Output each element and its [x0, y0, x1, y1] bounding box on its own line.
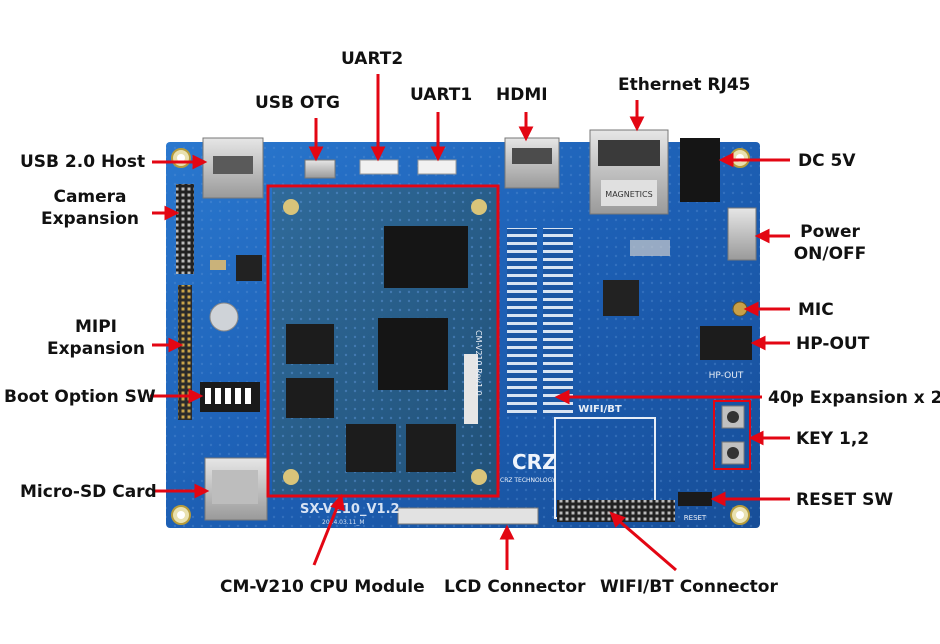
power-switch [727, 207, 757, 261]
label-hdmi: HDMI [496, 85, 548, 105]
ethernet-silk: MAGNETICS [605, 190, 652, 199]
date-silk: 2014.03.11_M [322, 519, 365, 526]
module-silk: CM-V210 Rev1.0 [474, 330, 483, 396]
label-micro-sd: Micro-SD Card [20, 482, 157, 502]
wifi-bt-module: WIFI/BT [554, 404, 675, 522]
label-mic: MIC [798, 300, 834, 320]
micro-sd-slot [204, 457, 268, 521]
uart1-header [417, 159, 457, 175]
boot-dip-switch [200, 382, 260, 412]
crz-logo: CRZ [512, 450, 557, 474]
label-wifi-bt: WIFI/BT Connector [600, 577, 778, 597]
label-mipi-expansion: MIPI Expansion [46, 317, 146, 359]
label-ethernet: Ethernet RJ45 [618, 75, 751, 95]
mipi-header [178, 285, 192, 420]
expansion-header-1 [507, 228, 537, 416]
label-dc-5v: DC 5V [798, 151, 856, 171]
hp-out-silk: HP-OUT [709, 371, 744, 381]
hp-out-jack [700, 326, 752, 360]
wifi-bt-silk: WIFI/BT [578, 404, 622, 415]
cpu-module-highlight [266, 184, 500, 498]
key-highlight [713, 400, 751, 470]
buzzer [209, 302, 239, 332]
uart2-header [359, 159, 399, 175]
label-cpu-module: CM-V210 CPU Module [220, 577, 425, 597]
label-40p-expansion: 40p Expansion x 2 [768, 388, 940, 408]
usb-host-connector [202, 137, 264, 199]
hdmi-connector [504, 137, 560, 189]
usb-otg-connector [304, 159, 336, 179]
label-boot-option: Boot Option SW [4, 387, 156, 407]
crz-sub: CRZ TECHNOLOGY [500, 477, 556, 484]
label-lcd-connector: LCD Connector [444, 577, 586, 597]
lcd-connector [397, 507, 539, 525]
board-silk: SX-V210_V1.2 [300, 502, 400, 517]
cpu-module: CM-V210 Rev1.0 [272, 188, 498, 496]
callout-arrows [150, 74, 790, 572]
label-reset: RESET SW [796, 490, 894, 510]
label-hp-out: HP-OUT [796, 334, 870, 354]
label-usb-host: USB 2.0 Host [20, 152, 146, 172]
camera-header [176, 184, 194, 274]
label-uart2: UART2 [341, 49, 404, 69]
expansion-header-2 [543, 228, 573, 416]
label-uart1: UART1 [410, 85, 473, 105]
reset-silk: RESET [684, 514, 707, 522]
label-power: Power ON/OFF [793, 222, 867, 264]
label-key: KEY 1,2 [796, 429, 870, 449]
reset-switch [678, 492, 712, 506]
dc-jack [680, 138, 720, 202]
label-camera-expansion: Camera Expansion [40, 187, 140, 229]
ethernet-jack: MAGNETICS [589, 129, 669, 215]
label-usb-otg: USB OTG [255, 93, 340, 113]
